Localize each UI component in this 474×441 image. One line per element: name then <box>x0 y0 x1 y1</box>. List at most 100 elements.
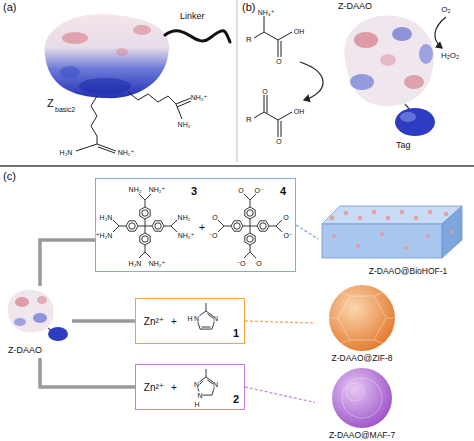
enzyme-surface <box>37 296 47 304</box>
linker-chain <box>165 31 230 42</box>
arginine-side-chain <box>128 92 176 104</box>
enzyme-surface <box>404 75 424 89</box>
crystal-illustration <box>330 216 335 221</box>
panel-divider <box>0 165 474 167</box>
enzyme-surface <box>350 74 374 90</box>
enzyme-surface <box>395 108 435 136</box>
bracket-connector <box>72 319 135 323</box>
molecule-structure <box>113 194 177 258</box>
molecule-structure <box>145 194 151 200</box>
plus-sign: + <box>199 222 205 233</box>
metal-ion: Zn²⁺ <box>144 317 164 327</box>
protein-surface <box>116 48 128 56</box>
arginine-side-chain <box>176 98 191 104</box>
amino-acid-structure <box>281 41 282 57</box>
atom-label: NH₂ <box>178 214 191 221</box>
protein-subscript: basic2 <box>55 106 75 113</box>
dashed-connector <box>296 225 318 239</box>
enzyme-surface <box>8 290 68 341</box>
atom-label: OH <box>294 28 305 35</box>
atom-label: H <box>187 315 192 322</box>
atom-label: R <box>246 116 252 124</box>
molecule-structure <box>247 236 253 242</box>
enzyme-surface <box>15 297 29 307</box>
atom-label: NH₃⁺ <box>258 9 275 16</box>
keto-acid-structure <box>267 95 268 113</box>
zif8-particle <box>329 292 395 344</box>
molecule-structure <box>145 200 146 207</box>
atom-label: ⁻O <box>208 232 217 239</box>
molecule-structure <box>199 381 203 385</box>
enzyme-surface <box>8 290 54 333</box>
molecule-structure <box>145 226 152 227</box>
atom-label: ⁺H₂N <box>96 232 113 239</box>
molecule-structure <box>250 252 256 258</box>
crystal-illustration <box>380 232 384 236</box>
enzyme-node: Z-DAAO <box>2 286 72 358</box>
molecule-structure <box>218 194 282 258</box>
panel-divider <box>0 0 474 166</box>
amino-acid-structure <box>278 40 279 57</box>
molecule-structure <box>269 226 276 227</box>
molecule-structure <box>145 245 146 252</box>
enzyme-surface <box>354 32 378 48</box>
molecule-structure <box>145 252 151 258</box>
molecule-structure <box>113 226 119 232</box>
zif8-particle <box>329 285 395 351</box>
enzyme-surface <box>392 27 412 41</box>
crystal-illustration <box>356 244 360 248</box>
zif8-particle <box>386 318 395 319</box>
bracket-connector <box>40 240 95 286</box>
amino-acid-structure <box>264 32 278 40</box>
atom-label: O <box>262 88 267 95</box>
crystal-illustration <box>372 210 377 215</box>
zif8-particle <box>329 318 338 319</box>
keto-acid-structure <box>264 112 278 120</box>
crystal-illustration <box>444 212 449 217</box>
protein-name: Z <box>47 98 54 109</box>
zif8-particle <box>340 340 350 344</box>
molecule-structure <box>152 221 164 231</box>
crystal-illustration <box>386 216 391 221</box>
precursor-box: 3+4 <box>95 178 296 272</box>
molecule-structure <box>145 219 146 226</box>
composite-node: Z-DAAO@ZIF-8 <box>315 282 410 364</box>
keto-acid-structure <box>278 112 292 120</box>
molecule-structure <box>250 245 251 252</box>
arginine-side-chain <box>176 104 182 119</box>
atom-label: H₂N <box>100 214 113 221</box>
enzyme-surface <box>344 15 435 136</box>
atom-label: N <box>198 392 203 399</box>
atom-label: R <box>246 36 252 44</box>
molecule-structure <box>129 223 135 229</box>
linker-chain <box>165 31 230 42</box>
dashed-connector <box>245 321 315 323</box>
keto-acid-structure <box>254 95 292 137</box>
maf7-particle <box>346 383 364 401</box>
reaction-arrow <box>300 62 323 100</box>
zif8-particle <box>374 340 384 344</box>
metal-ion: Zn²⁺ <box>144 383 164 393</box>
molecule-structure <box>140 233 150 245</box>
protein-surface <box>133 25 151 35</box>
amino-acid-structure <box>278 32 292 40</box>
atom-label: H <box>194 401 199 408</box>
node-label: Z-DAAO <box>8 346 42 355</box>
atom-label: O⁻ <box>283 232 292 239</box>
maf7-particle <box>332 368 392 428</box>
zif8-particle <box>374 292 384 296</box>
molecule-structure <box>164 226 171 227</box>
amino-acid-structure <box>254 32 264 38</box>
molecule-structure <box>250 200 251 207</box>
molecule-structure <box>244 252 250 258</box>
molecule-structure <box>247 210 253 216</box>
crystal-illustration <box>400 210 405 215</box>
part-label: Tag <box>396 141 411 150</box>
composite-node: Z-DAAO@BioHOF-1 <box>318 198 468 280</box>
panel-letter: (b) <box>242 2 255 13</box>
compound-number: 2 <box>233 394 239 405</box>
crystal-illustration <box>450 230 454 234</box>
part-label: Linker <box>180 12 205 21</box>
